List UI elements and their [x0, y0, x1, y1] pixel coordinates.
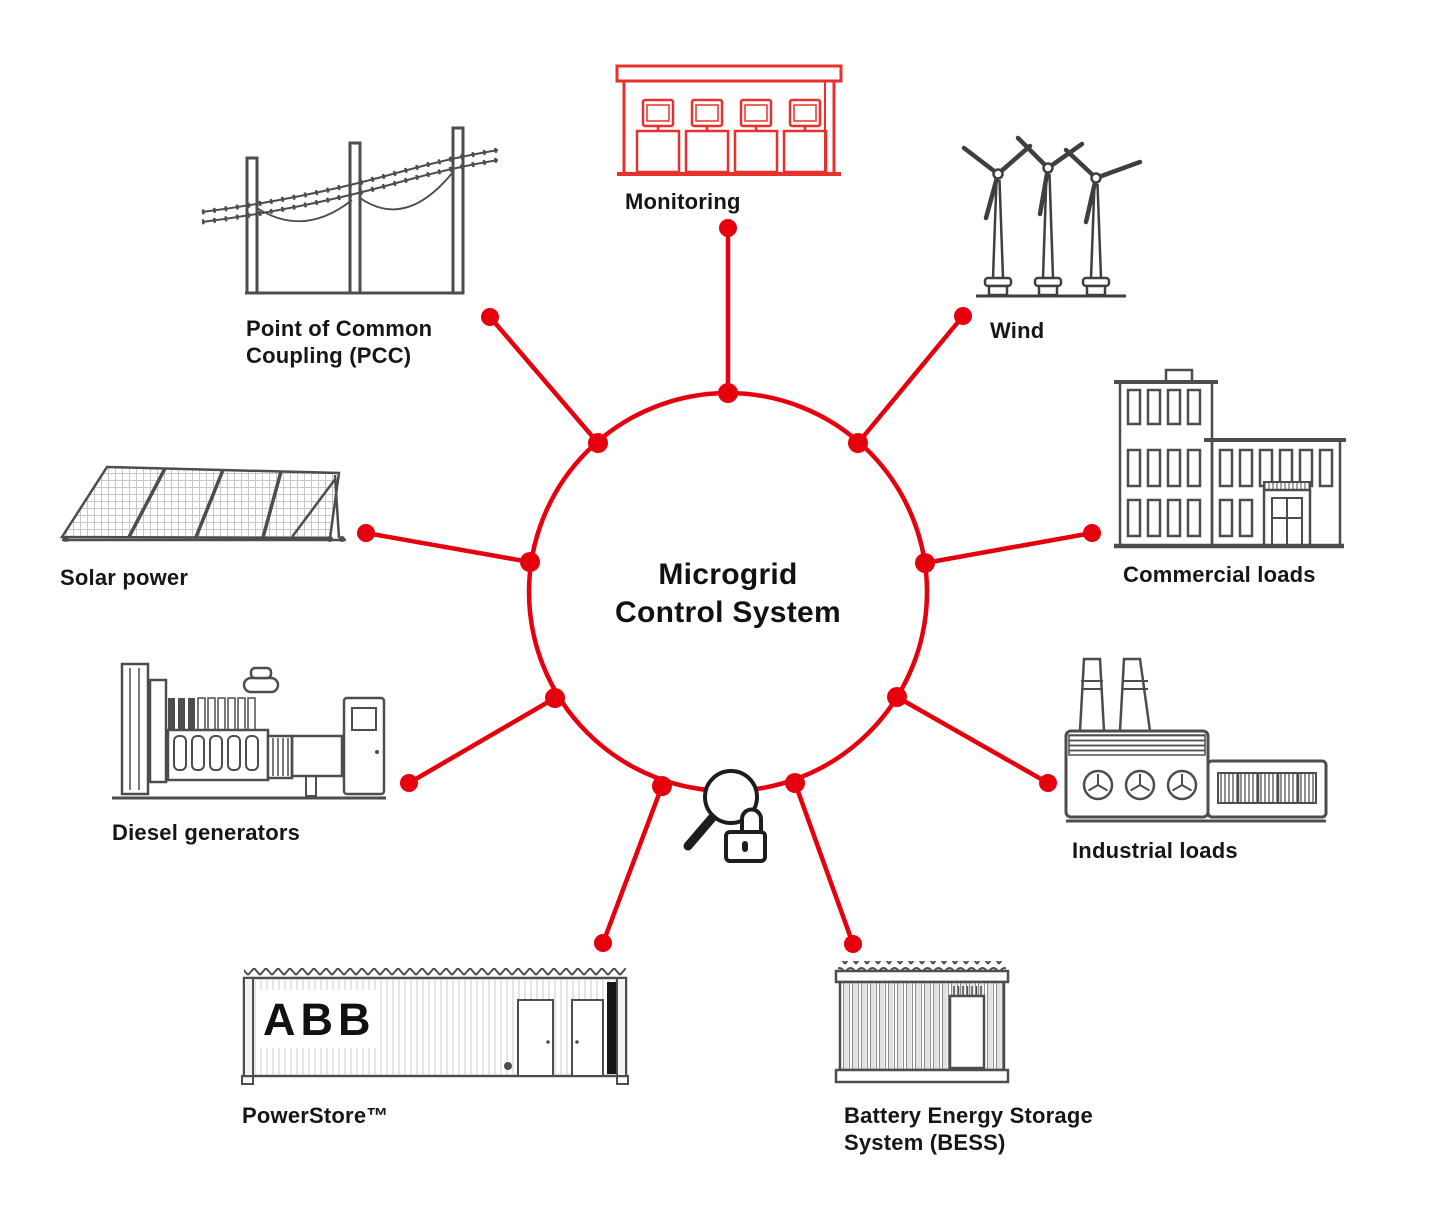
link-powerstore: [600, 785, 665, 944]
hub-title: Microgrid Control System: [578, 556, 878, 632]
connection-dot: [718, 383, 738, 403]
node-solar-power: Solar power: [52, 452, 352, 592]
label-diesel-generators: Diesel generators: [112, 820, 301, 845]
connection-dot: [652, 776, 672, 796]
label-pcc: Point of Common Coupling (PCC): [246, 316, 433, 368]
link-industrial: [895, 695, 1050, 785]
node-commercial-loads: Commercial loads: [1112, 366, 1347, 589]
label-commercial-loads: Commercial loads: [1123, 562, 1316, 587]
label-solar-power: Solar power: [60, 565, 189, 590]
connection-dot: [545, 688, 565, 708]
label-monitoring: Monitoring: [625, 189, 741, 214]
bess-illustration: [834, 961, 1010, 1084]
label-industrial-loads: Industrial loads: [1072, 838, 1238, 863]
connection-dot: [357, 524, 375, 542]
label-powerstore: PowerStore™: [242, 1103, 389, 1128]
link-bess: [792, 782, 856, 945]
connection-dot: [719, 219, 737, 237]
industrial-loads-illustration: [1064, 657, 1328, 823]
connection-dot: [887, 687, 907, 707]
node-powerstore: ABB PowerStore™: [236, 956, 636, 1130]
link-wind: [856, 314, 965, 445]
connection-dot: [1039, 774, 1057, 792]
hub-title-line1: Microgrid: [658, 558, 798, 591]
connection-dot: [520, 552, 540, 572]
wind-illustration: [961, 135, 1143, 298]
connection-dot: [481, 308, 499, 326]
node-monitoring: Monitoring: [615, 62, 843, 216]
commercial-loads-illustration: [1114, 368, 1346, 549]
connection-dot: [915, 553, 935, 573]
connection-dot: [954, 307, 972, 325]
connection-dots: [357, 219, 1101, 953]
connection-dot: [785, 773, 805, 793]
diesel-generators-illustration: [112, 662, 386, 800]
abb-logo-text: ABB: [263, 994, 376, 1045]
node-industrial-loads: Industrial loads: [1060, 653, 1340, 865]
label-bess: Battery Energy Storage System (BESS): [844, 1103, 1093, 1155]
node-wind: Wind: [948, 110, 1148, 345]
connection-dot: [1083, 524, 1101, 542]
powerstore-illustration: ABB: [241, 968, 629, 1085]
link-pcc: [488, 315, 600, 445]
hub-title-line2: Control System: [615, 596, 841, 629]
node-diesel-generators: Diesel generators: [98, 652, 398, 847]
link-commercial: [924, 530, 1093, 566]
connection-dot: [588, 433, 608, 453]
monitoring-illustration: [615, 64, 843, 176]
magnifier-lock-icon: [683, 769, 767, 863]
connection-dot: [594, 934, 612, 952]
solar-power-illustration: [59, 465, 346, 542]
connection-dot: [848, 433, 868, 453]
label-wind: Wind: [990, 318, 1045, 343]
pcc-illustration: [201, 126, 499, 295]
connection-dot: [400, 774, 418, 792]
node-pcc: Point of Common Coupling (PCC): [200, 110, 500, 370]
link-diesel: [407, 696, 557, 785]
connection-dot: [844, 935, 862, 953]
link-solar: [365, 530, 531, 565]
node-bess: Battery Energy Storage System (BESS): [834, 956, 1154, 1157]
